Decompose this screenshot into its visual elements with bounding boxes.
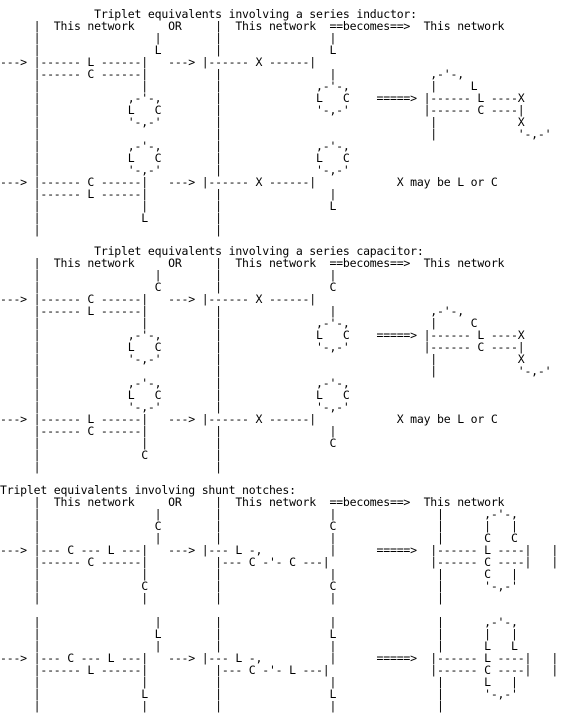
- series-capacitor-section: Triplet equivalents involving a series c…: [0, 245, 581, 473]
- shunt-notches-section: Triplet equivalents involving shunt notc…: [0, 484, 581, 712]
- series-capacitor-diagram: Triplet equivalents involving a series c…: [0, 244, 552, 474]
- series-inductor-diagram: Triplet equivalents involving a series i…: [0, 7, 552, 237]
- shunt-notches-diagram: Triplet equivalents involving shunt notc…: [0, 483, 559, 713]
- series-inductor-section: Triplet equivalents involving a series i…: [0, 8, 581, 236]
